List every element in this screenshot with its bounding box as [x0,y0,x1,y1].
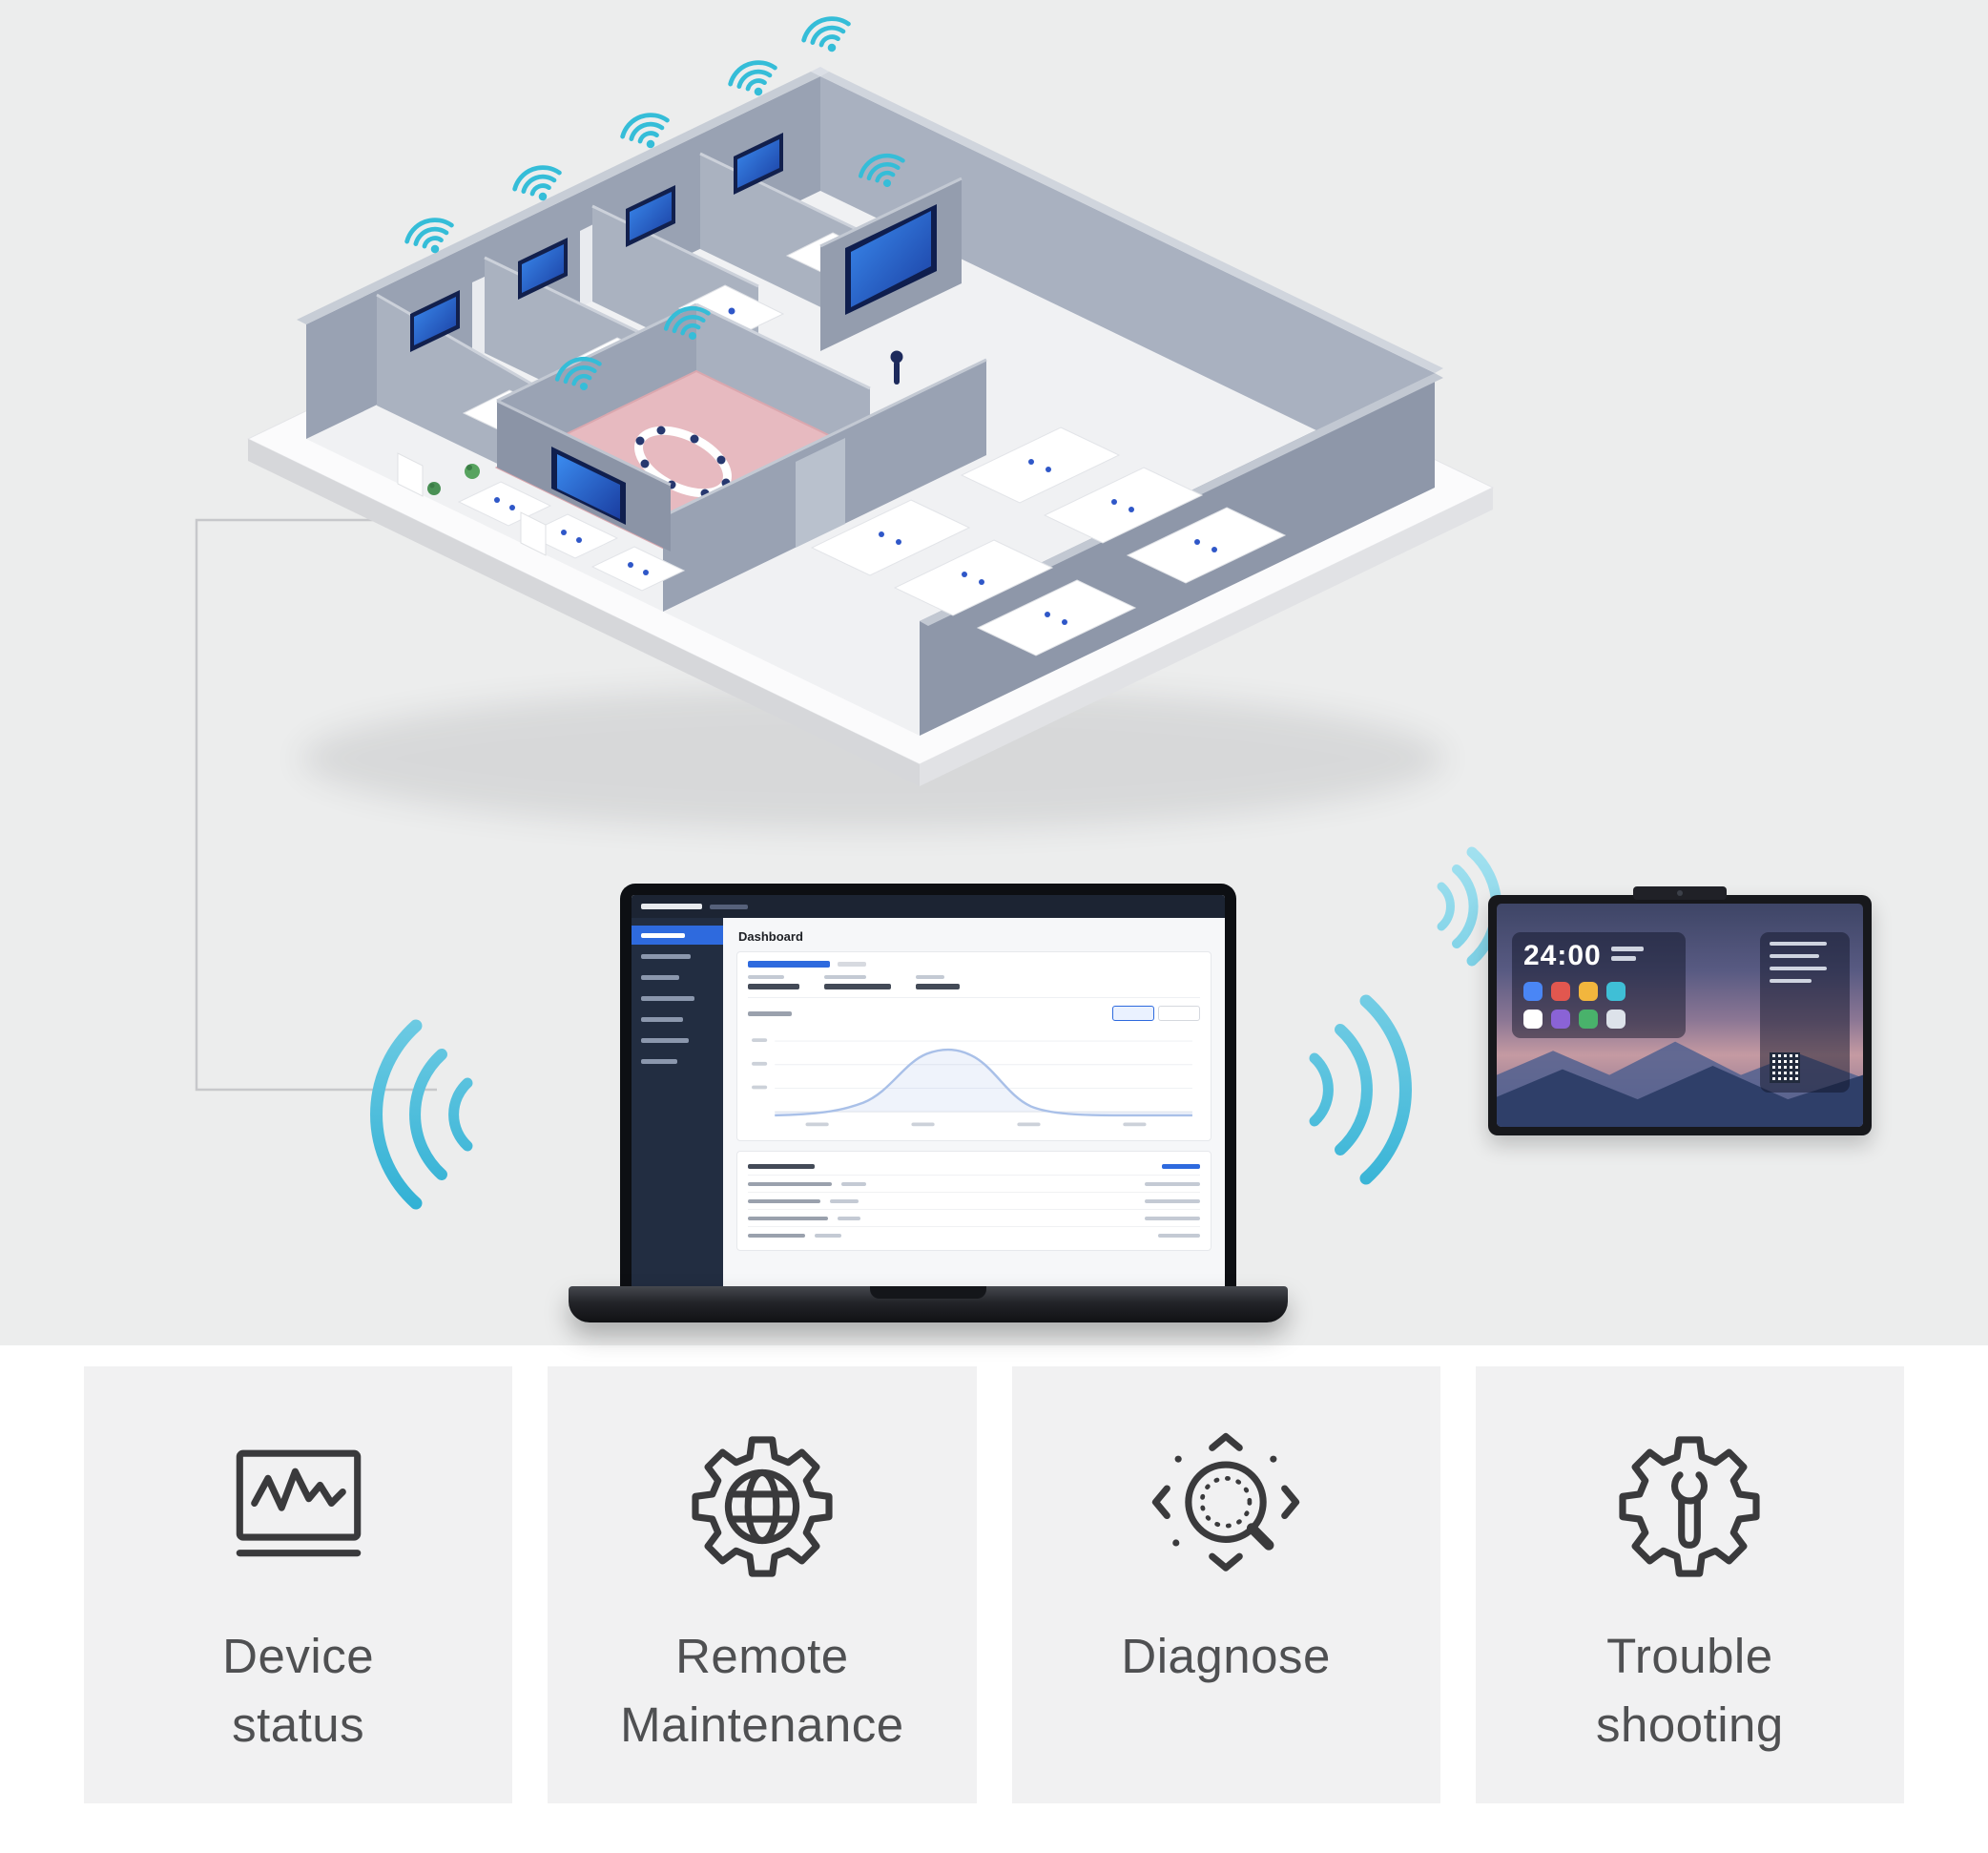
dashboard-main: Dashboard [723,918,1225,1288]
app-icon [1523,1010,1543,1029]
camera-lens-icon [1677,890,1683,896]
device-status-icon [236,1449,361,1557]
app-icon [1551,982,1570,1001]
office-divider-wall [662,358,987,612]
display-clock-panel: 24:00 [1512,932,1686,1038]
plants [427,464,480,495]
remote-maintenance-icon [692,1436,833,1577]
wifi-wave-left [370,1019,473,1210]
app-icon [1606,1010,1626,1029]
table-row [748,1226,1200,1243]
sidebar-item [632,1010,723,1029]
sidebar-item [632,1031,723,1050]
dashboard-topbar [632,895,1225,918]
room-screen [410,133,783,352]
sidebar-item [632,968,723,987]
panel-text-bar [1770,954,1819,958]
open-office-desks-front [457,481,686,592]
qr-code [1770,1052,1800,1083]
display-clock: 24:00 [1523,940,1602,971]
dashboard-chart [752,1038,1192,1127]
panel-text-bar [1770,942,1827,946]
dashboard-ui: Dashboard [632,895,1225,1288]
laptop-notch [870,1286,986,1299]
app-icon [1523,982,1543,1001]
app-icon [1579,1010,1598,1029]
front-wall-screen [496,399,672,552]
display-screen: 24:00 [1497,904,1863,1127]
panel-text-bar [1770,979,1812,983]
wifi-wave-right [1309,994,1412,1185]
wifi-waves [370,846,1502,1210]
wifi-icon [799,12,856,60]
sidebar-item [632,1051,723,1071]
feature-card-remote-maintenance: Remote Maintenance [548,1366,977,1803]
dashboard-table [736,1151,1211,1251]
laptop-base [569,1286,1288,1322]
table-row [748,1175,1200,1192]
app-icon [1606,982,1626,1001]
building [246,12,1495,786]
feature-label: Remote Maintenance [620,1629,904,1753]
app-icon [1579,982,1598,1001]
feature-label: Device status [222,1629,375,1753]
wall-top-right [820,76,1435,488]
display-app-icons [1523,982,1674,1029]
connector-line [195,518,534,1092]
features-row: Device status Remote Maintenance [84,1366,1904,1803]
panel-text-bar [1770,967,1827,970]
table-row [748,1209,1200,1226]
chart-tab [1158,1006,1200,1021]
table-row [748,1192,1200,1209]
app-icon [1551,1010,1570,1029]
interactive-display: 24:00 [1488,886,1872,1135]
diagnose-icon [1151,1432,1300,1572]
display-camera [1633,886,1727,900]
dashboard-sidebar [632,918,723,1288]
display-side-panel [1760,932,1850,1093]
troubleshooting-icon [1619,1436,1760,1577]
dashboard-title: Dashboard [738,929,803,944]
open-office-desks-right [810,427,1287,656]
wallpaper-mountains [1497,1041,1863,1127]
feature-card-device-status: Device status [84,1366,513,1803]
dashboard-summary-card [736,951,1211,1141]
feature-label: Diagnose [1121,1629,1331,1683]
feature-card-troubleshooting: Trouble shooting [1475,1366,1904,1803]
date-text-bar [1610,947,1644,951]
feature-card-diagnose: Diagnose [1011,1366,1440,1803]
sidebar-item [632,947,723,966]
presenter-figure [890,350,903,364]
laptop-screen: Dashboard [620,884,1236,1288]
sidebar-item [632,989,723,1008]
feature-label: Trouble shooting [1595,1629,1784,1753]
chart-tab [1112,1006,1154,1021]
sidebar-item [632,926,723,945]
office-floorplan-illustration [195,0,1502,1210]
date-text-bar [1610,956,1636,961]
